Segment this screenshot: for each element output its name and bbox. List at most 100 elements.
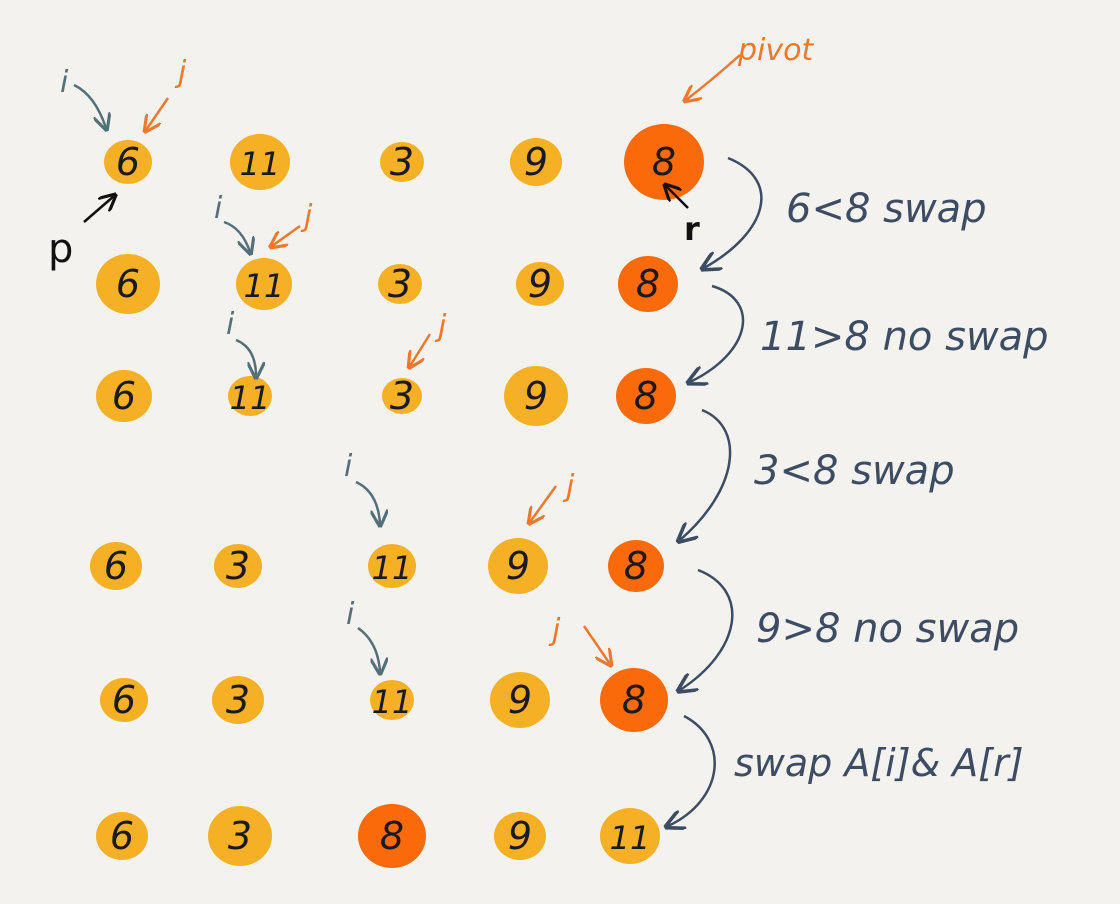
- element-value: 8: [636, 262, 660, 306]
- row4-j-arrow: [530, 485, 558, 522]
- element-circle: [600, 808, 660, 864]
- element-value: 8: [380, 814, 404, 858]
- element-value: 11: [240, 145, 281, 183]
- step-arrow-4: [680, 568, 734, 690]
- row4-pointers: i j: [344, 449, 575, 524]
- step-note-3: 3<8 swap: [754, 448, 955, 494]
- element-circle: [236, 258, 292, 310]
- element-circle: [96, 812, 148, 860]
- element-value: 9: [524, 374, 548, 418]
- element-value: 3: [226, 678, 250, 722]
- element-circle: [378, 264, 422, 304]
- element-circle: [212, 676, 264, 724]
- row3-i-arrow: [235, 338, 256, 376]
- row4-i-label: i: [344, 449, 353, 484]
- element-circle: [208, 806, 272, 866]
- row3-j-label: j: [434, 309, 447, 344]
- element-value: 6: [112, 678, 136, 722]
- element-value: 8: [624, 544, 648, 588]
- step-arrow-1: [704, 156, 763, 268]
- pivot-circle: [608, 540, 664, 592]
- step-note-2: 11>8 no swap: [760, 314, 1049, 360]
- element-value: 11: [610, 819, 651, 857]
- element-circle: [368, 544, 416, 588]
- element-value: 8: [634, 374, 658, 418]
- row1-pointers: i j p r: [48, 55, 700, 272]
- step-notes: 6<8 swap 11>8 no swap 3<8 swap 9>8 no sw…: [734, 186, 1049, 785]
- element-value: 11: [372, 683, 413, 721]
- pivot-circle: [618, 256, 678, 312]
- element-value: 9: [508, 814, 532, 858]
- row5-j-label: j: [548, 613, 561, 648]
- element-circle: [516, 262, 564, 306]
- r-label: r: [684, 210, 700, 248]
- row2-j-arrow: [272, 224, 301, 246]
- pivot-arrow: [686, 54, 741, 100]
- element-circle: [504, 366, 568, 426]
- pivot-circle: [624, 124, 704, 200]
- element-value: 6: [110, 814, 134, 858]
- element-circle: [104, 140, 152, 184]
- element-value: 3: [226, 544, 250, 588]
- pivot-circle: [358, 804, 426, 868]
- row2-j-label: j: [300, 199, 313, 234]
- row1-j-arrow: [146, 97, 170, 130]
- element-circle: [370, 680, 414, 720]
- element-circle: [494, 812, 546, 860]
- element-value: 8: [652, 140, 676, 184]
- element-value: 8: [622, 678, 646, 722]
- row1-i-label: i: [60, 65, 69, 100]
- element-circle: [96, 370, 152, 422]
- element-value: 6: [104, 544, 128, 588]
- element-value: 3: [228, 814, 252, 858]
- element-value: 11: [230, 379, 271, 417]
- row1-i-arrow: [73, 83, 106, 128]
- element-value: 11: [372, 549, 413, 587]
- element-circle: [382, 378, 422, 414]
- row2-pointers: i j: [214, 191, 313, 252]
- element-value: 9: [508, 678, 532, 722]
- row2-i-arrow: [223, 220, 250, 252]
- element-value: 3: [388, 262, 412, 306]
- row5-j-arrow: [582, 625, 610, 664]
- row3-pointers: i j: [226, 307, 447, 376]
- element-value: 6: [112, 374, 136, 418]
- row4-i-arrow: [355, 480, 380, 524]
- row5-i-label: i: [346, 597, 355, 632]
- element-value: 6: [116, 140, 140, 184]
- step-note-1: 6<8 swap: [786, 186, 987, 232]
- step-arrow-2: [690, 284, 745, 382]
- row4-j-label: j: [562, 469, 575, 504]
- pivot-circle: [600, 668, 668, 732]
- element-value: 9: [524, 140, 548, 184]
- element-circle: [214, 544, 262, 588]
- pivot-circle: [616, 368, 676, 424]
- row3-i-label: i: [226, 307, 235, 342]
- step-note-4: 9>8 no swap: [756, 606, 1019, 652]
- element-circle: [510, 138, 562, 186]
- r-arrow: [666, 186, 689, 209]
- element-circle: [228, 376, 272, 416]
- row3-j-arrow: [410, 333, 432, 366]
- element-circle: [100, 678, 148, 722]
- element-value: 3: [390, 140, 414, 184]
- row2-i-label: i: [214, 191, 223, 226]
- step-arrow-3: [680, 408, 732, 540]
- element-value: 3: [390, 374, 414, 418]
- row5-i-arrow: [357, 626, 380, 672]
- element-value: 6: [116, 262, 140, 306]
- step-note-5: swap A[i]& A[r]: [734, 741, 1024, 785]
- element-circle: [90, 542, 142, 590]
- element-circle: [380, 142, 424, 182]
- element-circle: [230, 134, 290, 190]
- step-arrow-5: [668, 714, 716, 826]
- pivot-label: pivot: [737, 33, 814, 68]
- element-circle: [96, 254, 160, 314]
- row1-j-label: j: [174, 55, 187, 90]
- element-value: 9: [528, 262, 552, 306]
- p-arrow: [83, 196, 114, 223]
- p-label: p: [48, 226, 73, 272]
- element-circle: [490, 672, 550, 728]
